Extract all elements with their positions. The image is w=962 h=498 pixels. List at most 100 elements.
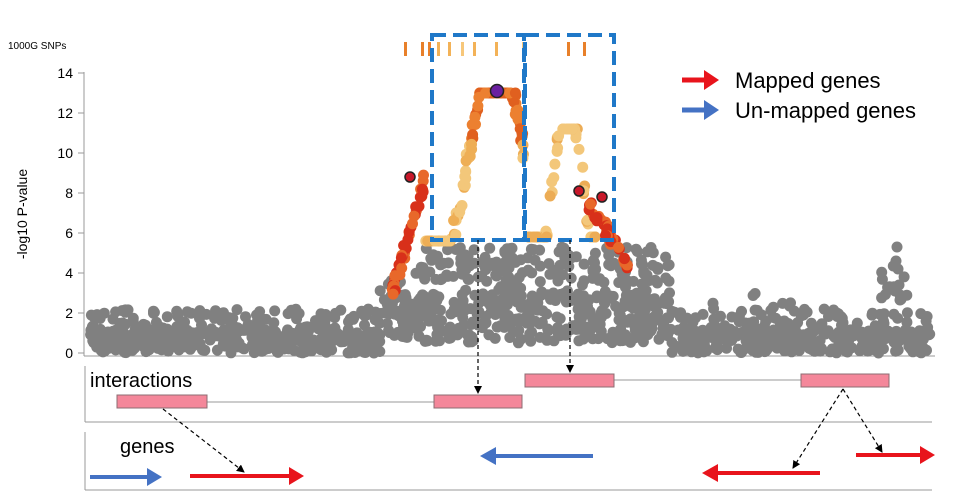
snp-point xyxy=(468,244,480,256)
snp-point xyxy=(465,303,476,315)
snp-point xyxy=(525,335,537,347)
snp-point xyxy=(587,266,599,278)
snp-point xyxy=(660,251,672,263)
snp-point xyxy=(413,200,425,212)
snp-point xyxy=(681,338,693,350)
interaction-box xyxy=(524,373,615,388)
snp-point xyxy=(442,257,454,269)
snp-point xyxy=(259,344,271,356)
snp-point xyxy=(564,295,575,307)
snp-point xyxy=(525,243,537,255)
snp-point xyxy=(626,289,638,301)
snp-point xyxy=(636,313,648,325)
snp-point xyxy=(398,331,410,343)
snp-point xyxy=(866,309,878,321)
snp-point xyxy=(660,272,672,284)
snp-point xyxy=(840,324,851,336)
snp-point xyxy=(580,295,592,307)
snp-point xyxy=(542,323,554,335)
snp-point xyxy=(648,311,660,323)
snp-point xyxy=(416,183,428,195)
snp-point xyxy=(260,334,272,346)
snp-point xyxy=(248,341,259,353)
legend-unmapped-arrow xyxy=(682,100,719,120)
snp-point xyxy=(749,288,761,299)
snp-point xyxy=(425,252,437,264)
snp-point xyxy=(578,275,590,287)
snp-point xyxy=(512,337,524,349)
snp-point xyxy=(131,323,143,335)
snp-point xyxy=(578,258,590,270)
snp-point xyxy=(856,340,868,352)
snp-point xyxy=(749,304,761,316)
snp-point xyxy=(254,324,266,336)
snp-point xyxy=(733,310,745,322)
snp-point xyxy=(418,169,429,181)
interaction-box xyxy=(800,373,890,388)
snp-point xyxy=(653,333,665,345)
snp-point xyxy=(617,335,628,347)
interactions-panel: interactions xyxy=(84,366,932,423)
snp-point xyxy=(512,104,524,116)
snp-point xyxy=(482,291,494,303)
snp-point xyxy=(541,334,553,346)
snp-point xyxy=(191,327,203,338)
snp-point xyxy=(726,334,738,346)
snp-point xyxy=(415,261,427,273)
snp-point xyxy=(120,304,131,316)
snp-point xyxy=(384,305,396,317)
snp-point xyxy=(499,245,511,257)
snp-point xyxy=(278,343,290,355)
snp-point xyxy=(290,303,302,315)
snp-point xyxy=(621,315,633,326)
snp-point xyxy=(613,241,624,253)
snp-point xyxy=(335,336,347,348)
snp-point xyxy=(515,301,527,313)
snp-point xyxy=(593,274,605,286)
snp-point xyxy=(778,316,790,328)
snp-point xyxy=(553,246,565,258)
snp-point xyxy=(182,324,193,336)
snp-point xyxy=(708,303,720,315)
snp-point xyxy=(606,290,618,302)
snp-point xyxy=(240,311,251,323)
snp-point xyxy=(552,322,564,334)
gene-arrow-unmapped xyxy=(90,468,162,486)
snp-point xyxy=(477,317,489,329)
snp-point xyxy=(151,325,163,337)
snp-point xyxy=(435,274,447,286)
snp-point xyxy=(181,340,193,351)
snp-point xyxy=(835,311,847,323)
snp-point xyxy=(299,346,311,358)
snp-point xyxy=(843,340,855,352)
snp-point xyxy=(650,261,662,273)
snp-point xyxy=(541,308,553,320)
snp-point xyxy=(148,305,159,317)
snp-point xyxy=(595,325,607,337)
snp-point xyxy=(455,257,467,269)
snp-tick xyxy=(583,42,586,56)
snp-point xyxy=(291,313,303,325)
snp-point xyxy=(467,316,478,328)
snp-point xyxy=(534,276,546,288)
snp-point xyxy=(534,244,546,256)
snp-point xyxy=(561,285,573,297)
highlighted-snp xyxy=(573,185,585,197)
snp-point xyxy=(690,312,702,324)
snp-track-label: 1000G SNPs xyxy=(8,41,66,52)
snp-point xyxy=(491,321,503,333)
snp-point xyxy=(889,285,901,297)
y-axis-label: -log10 P-value xyxy=(14,169,30,259)
snp-tick xyxy=(495,42,498,56)
snp-point xyxy=(170,341,182,353)
snp-point xyxy=(789,328,801,340)
snp-point xyxy=(293,333,305,345)
snp-point xyxy=(466,336,477,348)
snp-point xyxy=(721,342,732,354)
highlighted-snp xyxy=(596,191,608,203)
snp-point xyxy=(462,273,474,285)
snp-point xyxy=(456,289,468,301)
snp-point xyxy=(395,252,407,264)
